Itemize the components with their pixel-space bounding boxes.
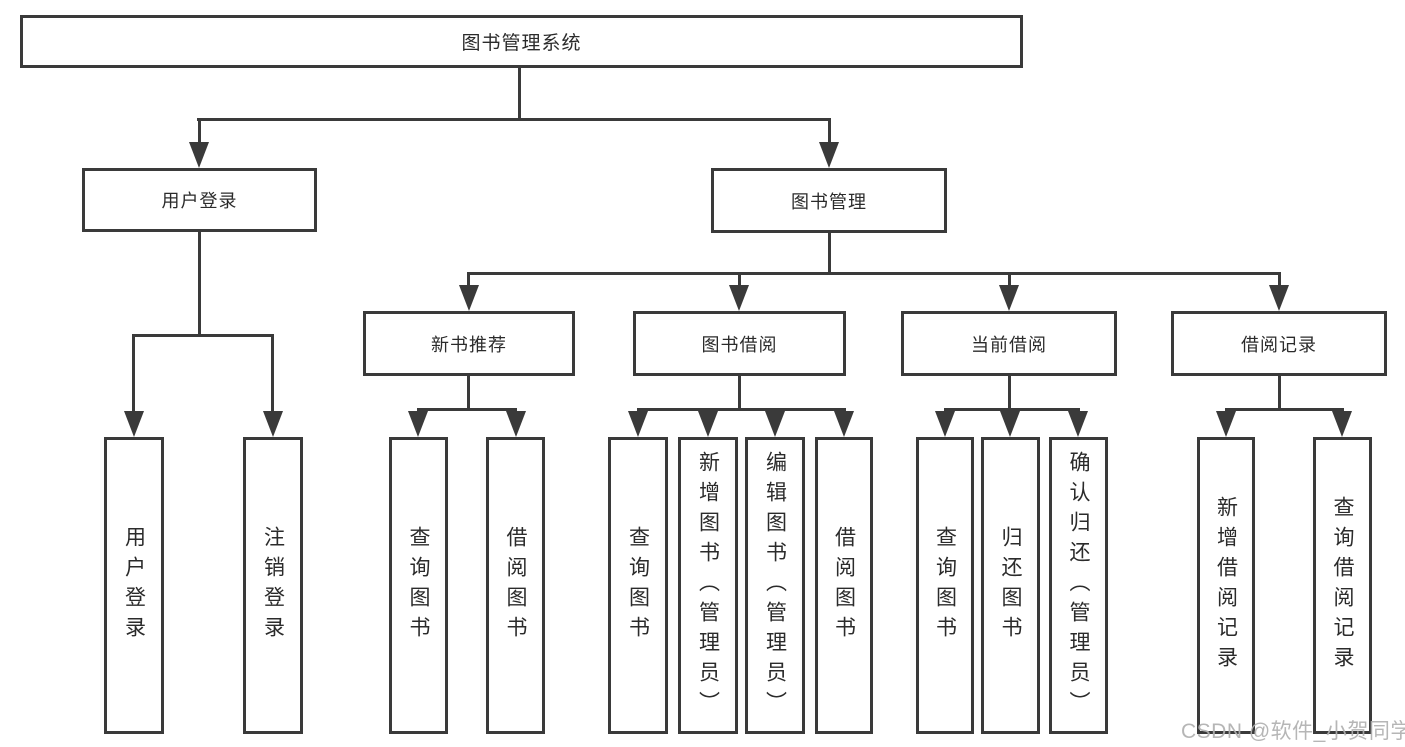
arrow-down-icon	[263, 411, 283, 437]
node-book-borrow: 图书借阅	[633, 311, 846, 376]
leaf-add-books-admin: 新增图书（管理员）	[678, 437, 738, 734]
leaf-label: 新增图书（管理员）	[696, 450, 720, 721]
arrow-down-icon	[459, 285, 479, 311]
arrow-down-icon	[834, 411, 854, 437]
arrow-down-icon	[189, 142, 209, 168]
arrow-down-icon	[124, 411, 144, 437]
connector-line	[944, 408, 1080, 411]
leaf-user-login: 用户登录	[104, 437, 164, 734]
connector-line	[518, 68, 521, 119]
leaf-label: 查询图书	[407, 525, 430, 646]
node-label: 借阅记录	[1241, 334, 1317, 355]
node-root: 图书管理系统	[20, 15, 1023, 68]
leaf-label: 借阅图书	[832, 525, 856, 646]
arrow-down-icon	[935, 411, 955, 437]
leaf-logout: 注销登录	[243, 437, 303, 734]
arrow-down-icon	[765, 411, 785, 437]
leaf-query-books: 查询图书	[389, 437, 448, 734]
arrow-down-icon	[698, 411, 718, 437]
leaf-label: 确认归还（管理员）	[1067, 450, 1090, 721]
connector-line	[132, 334, 274, 337]
leaf-label: 查询借阅记录	[1331, 495, 1354, 676]
connector-line	[198, 232, 201, 336]
arrow-down-icon	[1332, 411, 1352, 437]
connector-line	[1225, 408, 1344, 411]
connector-line	[132, 335, 135, 413]
leaf-borrow-books: 借阅图书	[486, 437, 545, 734]
node-label: 新书推荐	[431, 334, 507, 355]
arrow-down-icon	[729, 285, 749, 311]
connector-line	[197, 118, 831, 121]
leaf-borrow-books: 借阅图书	[815, 437, 873, 734]
leaf-edit-books-admin: 编辑图书（管理员）	[745, 437, 805, 734]
node-label: 图书借阅	[701, 334, 778, 355]
node-borrow-records: 借阅记录	[1171, 311, 1387, 376]
connector-line	[467, 273, 470, 289]
arrow-down-icon	[408, 411, 428, 437]
watermark: CSDN @软件_小贺同学	[1181, 720, 1405, 743]
leaf-query-books: 查询图书	[608, 437, 668, 734]
connector-line	[271, 335, 274, 413]
node-new-book-recommend: 新书推荐	[363, 311, 575, 376]
leaf-label: 查询图书	[933, 525, 957, 646]
node-label: 当前借阅	[971, 334, 1047, 355]
leaf-label: 注销登录	[261, 525, 285, 646]
connector-line	[1008, 273, 1011, 289]
leaf-query-borrow-record: 查询借阅记录	[1313, 437, 1372, 734]
arrow-down-icon	[628, 411, 648, 437]
leaf-label: 用户登录	[122, 525, 146, 646]
leaf-label: 归还图书	[999, 525, 1022, 646]
arrow-down-icon	[1000, 411, 1020, 437]
connector-line	[417, 408, 517, 411]
leaf-label: 编辑图书（管理员）	[763, 450, 787, 721]
node-user-login: 用户登录	[82, 168, 317, 232]
arrow-down-icon	[1216, 411, 1236, 437]
node-label: 图书管理	[791, 191, 867, 212]
connector-line	[1278, 376, 1281, 410]
connector-line	[637, 408, 846, 411]
connector-line	[198, 119, 201, 146]
arrow-down-icon	[1068, 411, 1088, 437]
connector-line	[828, 233, 831, 274]
node-book-management: 图书管理	[711, 168, 947, 233]
connector-line	[1278, 273, 1281, 289]
leaf-query-books: 查询图书	[916, 437, 974, 734]
connector-line	[467, 376, 470, 410]
arrow-down-icon	[999, 285, 1019, 311]
leaf-label: 查询图书	[626, 525, 650, 646]
leaf-label: 借阅图书	[504, 525, 527, 646]
connector-line	[467, 272, 1281, 275]
leaf-return-books: 归还图书	[981, 437, 1040, 734]
leaf-label: 新增借阅记录	[1214, 495, 1238, 676]
node-label: 图书管理系统	[461, 33, 582, 54]
leaf-add-borrow-record: 新增借阅记录	[1197, 437, 1255, 734]
connector-line	[738, 376, 741, 410]
connector-line	[828, 119, 831, 146]
node-current-borrow: 当前借阅	[901, 311, 1117, 376]
connector-line	[738, 273, 741, 289]
arrow-down-icon	[506, 411, 526, 437]
leaf-confirm-return-admin: 确认归还（管理员）	[1049, 437, 1108, 734]
node-label: 用户登录	[161, 191, 238, 211]
connector-line	[1008, 376, 1011, 410]
arrow-down-icon	[1269, 285, 1289, 311]
arrow-down-icon	[819, 142, 839, 168]
